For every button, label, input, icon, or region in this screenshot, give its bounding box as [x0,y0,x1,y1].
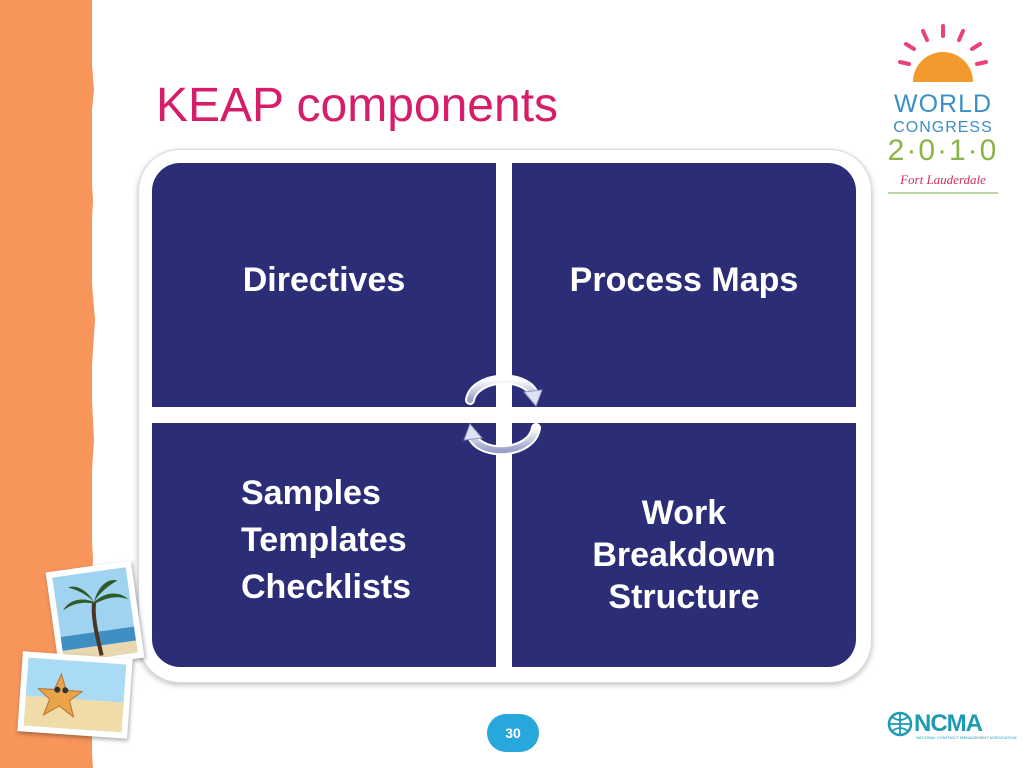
quadrant-directives: Directives [152,163,496,407]
world-congress-logo: WORLD CONGRESS 2·0·1·0 Fort Lauderdale [880,22,1006,202]
logo-rule [888,192,998,194]
globe-icon [887,711,913,737]
page-number-badge: 30 [487,714,539,752]
ncma-logo: NCMA NATIONAL CONTRACT MANAGEMENT ASSOCI… [886,710,1016,742]
logo-world-text: WORLD [893,90,993,118]
quadrant-item-checklists: Checklists [241,568,412,606]
quadrant-samples [152,423,496,667]
quadrant-samples-list: Samples Templates Checklists [241,470,411,611]
quadrant-process-maps: Process Maps [512,163,856,407]
sun-icon [898,24,988,82]
logo-city-text: Fort Lauderdale [900,172,986,187]
logo-year-text: 2·0·1·0 [887,134,999,167]
starfish-photo [17,651,133,739]
cycle-arrows-icon [463,374,543,456]
quadrant-label-directives: Directives [242,261,406,299]
quadrant-wbs: Work Breakdown Structure [512,423,856,667]
wbs-line-1: Work [641,494,727,532]
quadrant-item-samples: Samples [241,474,381,512]
ncma-tagline: NATIONAL CONTRACT MANAGEMENT ASSOCIATION [916,735,1017,740]
wbs-line-3: Structure [608,578,760,616]
quadrant-label-process-maps: Process Maps [569,261,799,299]
quadrant-label-wbs: Work Breakdown Structure [592,492,775,618]
wbs-line-2: Breakdown [592,536,776,574]
logo-congress-text: CONGRESS [893,119,993,136]
quadrant-item-templates: Templates [241,521,407,559]
palm-tree-photo [45,560,145,670]
slide-title: KEAP components [156,79,559,132]
ncma-wordmark: NCMA [914,710,983,737]
